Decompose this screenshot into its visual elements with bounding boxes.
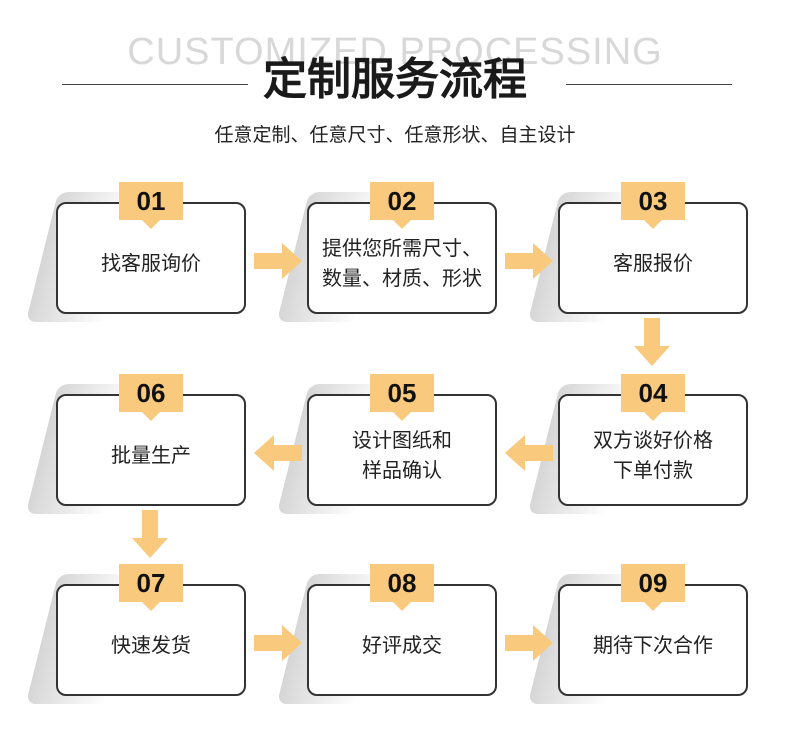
step-07: 快速发货 07	[25, 564, 246, 704]
page-title: 定制服务流程	[263, 54, 527, 105]
step-label: 提供您所需尺寸、 数量、材质、形状	[322, 236, 482, 290]
step-number-badge: 09	[621, 564, 685, 611]
arrow-right-icon	[505, 623, 553, 663]
step-number-badge: 05	[370, 374, 434, 421]
arrow-down-icon	[130, 510, 170, 558]
step-label: 快速发货	[111, 633, 191, 657]
step-08: 好评成交 08	[276, 564, 497, 704]
step-01: 找客服询价 01	[25, 182, 246, 322]
arrow-left-icon	[254, 433, 302, 473]
step-box: 快速发货	[56, 584, 246, 696]
step-label: 找客服询价	[101, 251, 201, 275]
step-09: 期待下次合作 09	[527, 564, 748, 704]
page-subtitle: 任意定制、任意尺寸、任意形状、自主设计	[214, 124, 576, 146]
arrow-right-icon	[505, 241, 553, 281]
step-04: 双方谈好价格 下单付款 04	[527, 374, 748, 514]
step-06: 批量生产 06	[25, 374, 246, 514]
step-number-badge: 02	[370, 182, 434, 229]
step-02: 提供您所需尺寸、 数量、材质、形状 02	[276, 182, 497, 322]
step-number-badge: 04	[621, 374, 685, 421]
step-box: 提供您所需尺寸、 数量、材质、形状	[307, 202, 497, 314]
step-03: 客服报价 03	[527, 182, 748, 322]
arrow-right-icon	[254, 241, 302, 281]
title-rule-left	[62, 84, 248, 85]
step-label: 批量生产	[111, 443, 191, 467]
step-05: 设计图纸和 样品确认 05	[276, 374, 497, 514]
step-number-badge: 01	[119, 182, 183, 229]
arrow-right-icon	[254, 623, 302, 663]
step-label: 双方谈好价格 下单付款	[593, 428, 713, 482]
step-number-badge: 07	[119, 564, 183, 611]
arrow-down-icon	[632, 318, 672, 366]
step-number-badge: 03	[621, 182, 685, 229]
arrow-left-icon	[505, 433, 553, 473]
step-box: 找客服询价	[56, 202, 246, 314]
step-label: 设计图纸和 样品确认	[352, 428, 452, 482]
step-label: 客服报价	[613, 251, 693, 275]
background-title: CUSTOMIZED PROCESSING	[127, 31, 663, 73]
title-rule-right	[566, 84, 732, 85]
step-number-badge: 08	[370, 564, 434, 611]
step-number-badge: 06	[119, 374, 183, 421]
step-label: 好评成交	[362, 633, 442, 657]
step-label: 期待下次合作	[593, 633, 713, 657]
